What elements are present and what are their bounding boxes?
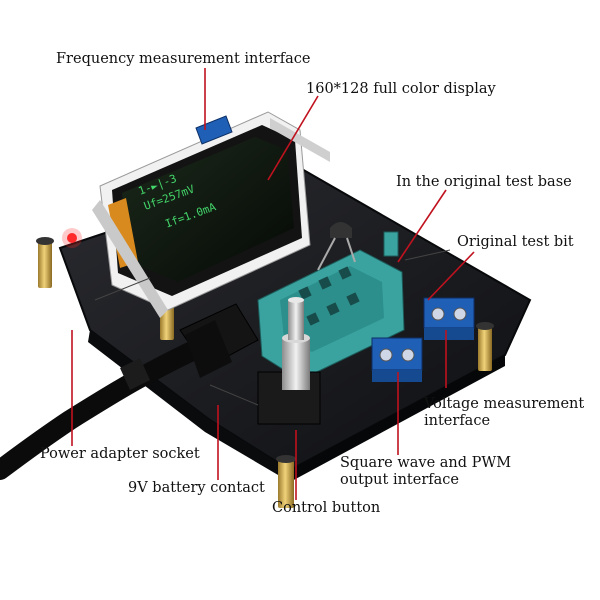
label-voltage-block: Voltage measurement interface [424, 396, 584, 430]
label-test-bit: Original test bit [457, 234, 574, 250]
label-display: 160*128 full color display [306, 81, 496, 97]
pwm-terminal-block [371, 337, 423, 382]
label-test-base: In the original test base [396, 174, 572, 190]
callout-lines [71, 68, 475, 500]
label-voltage-line1: Voltage measurement [424, 396, 585, 412]
zif-test-socket [257, 222, 405, 381]
label-power-socket: Power adapter socket [40, 446, 200, 462]
line-test-base [397, 189, 447, 263]
label-control-button: Control button [272, 500, 381, 516]
power-led [67, 233, 77, 243]
label-square-wave-block: Square wave and PWM output interface [340, 455, 511, 489]
lcd-screen [122, 137, 294, 282]
frequency-connector [195, 115, 233, 145]
label-voltage-line2: interface [424, 413, 491, 429]
voltage-terminal-block [423, 297, 475, 340]
tft-display-module [92, 111, 330, 318]
label-square-wave-line1: Square wave and PWM [340, 455, 512, 471]
line-display [267, 95, 319, 181]
line-test-bit [427, 251, 475, 301]
label-battery-contact: 9V battery contact [128, 480, 265, 496]
power-jack-and-cable [0, 303, 259, 480]
rotary-encoder [257, 297, 321, 425]
label-frequency-interface: Frequency measurement interface [56, 51, 311, 67]
label-square-wave-line2: output interface [340, 472, 459, 488]
